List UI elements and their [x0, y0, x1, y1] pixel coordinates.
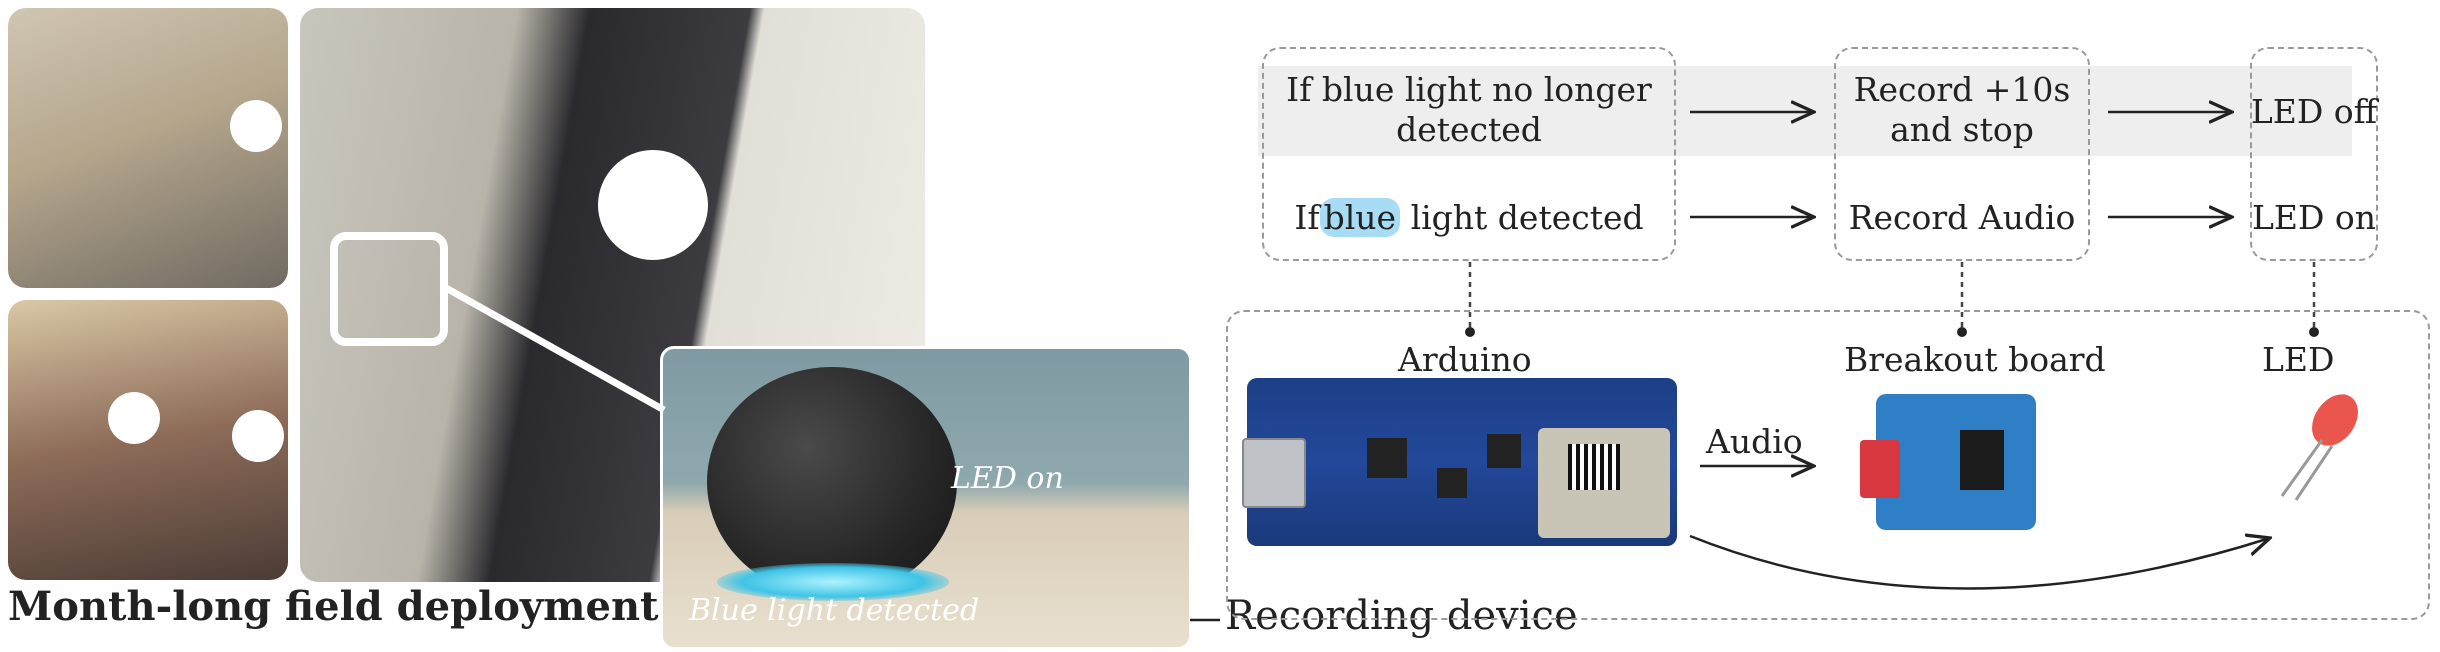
- action-box: [1834, 47, 2090, 261]
- breakout-chip: [1960, 430, 2004, 490]
- condition-box: [1262, 47, 1676, 261]
- connector-dot: [2309, 327, 2319, 337]
- living-room-photo: [8, 8, 288, 288]
- record-stop-line1: Record +10s: [1853, 70, 2071, 109]
- recording-device-caption: Recording device: [1225, 593, 1578, 639]
- face-blur: [232, 410, 284, 462]
- arrow-to-led: [1689, 536, 2270, 590]
- arduino-chip: [1367, 438, 1407, 478]
- arduino-chip: [1487, 434, 1521, 468]
- led-icon: [2280, 394, 2358, 501]
- arduino-label: Arduino: [1398, 340, 1532, 379]
- field-deployment-caption: Month-long field deployment: [8, 583, 659, 630]
- speaker-closeup-photo: LED on Blue light detected: [660, 346, 1192, 650]
- arduino-chip: [1437, 468, 1467, 498]
- condition-no-longer-line1: If blue light no longer: [1286, 70, 1652, 109]
- usb-port: [1242, 438, 1306, 508]
- face-blur: [230, 100, 282, 152]
- led-off-text: LED off: [2250, 92, 2378, 131]
- record-stop-line2: and stop: [1890, 110, 2034, 149]
- breakout-board-label: Breakout board: [1844, 340, 2106, 379]
- recording-device-box: [1226, 310, 2430, 620]
- speaker-callout-box: [330, 232, 448, 346]
- audio-label: Audio: [1706, 422, 1803, 461]
- face-blur: [108, 392, 160, 444]
- record-audio-text: Record Audio: [1848, 198, 2076, 237]
- blue-light-label: Blue light detected: [689, 593, 980, 628]
- connector-dot: [1465, 327, 1475, 337]
- breakout-board: [1876, 394, 2036, 530]
- family-room-photo: [8, 300, 288, 580]
- callout-line: [444, 284, 666, 414]
- qr-code: [1568, 444, 1620, 490]
- output-box: [2250, 47, 2378, 261]
- led-on-text: LED on: [2251, 198, 2377, 237]
- blue-highlight: blue: [1319, 198, 1401, 237]
- condition-no-longer-line2: detected: [1396, 110, 1542, 149]
- connector-dot: [1957, 327, 1967, 337]
- condition-suffix: light detected: [1410, 198, 1644, 237]
- blue-light-ring: [717, 563, 949, 601]
- sd-card: [1860, 440, 1900, 498]
- condition-prefix: If: [1294, 198, 1320, 237]
- led-label: LED: [2262, 340, 2335, 379]
- face-blur: [598, 150, 708, 260]
- smart-speaker: [707, 367, 957, 597]
- led-on-label: LED on: [951, 461, 1064, 496]
